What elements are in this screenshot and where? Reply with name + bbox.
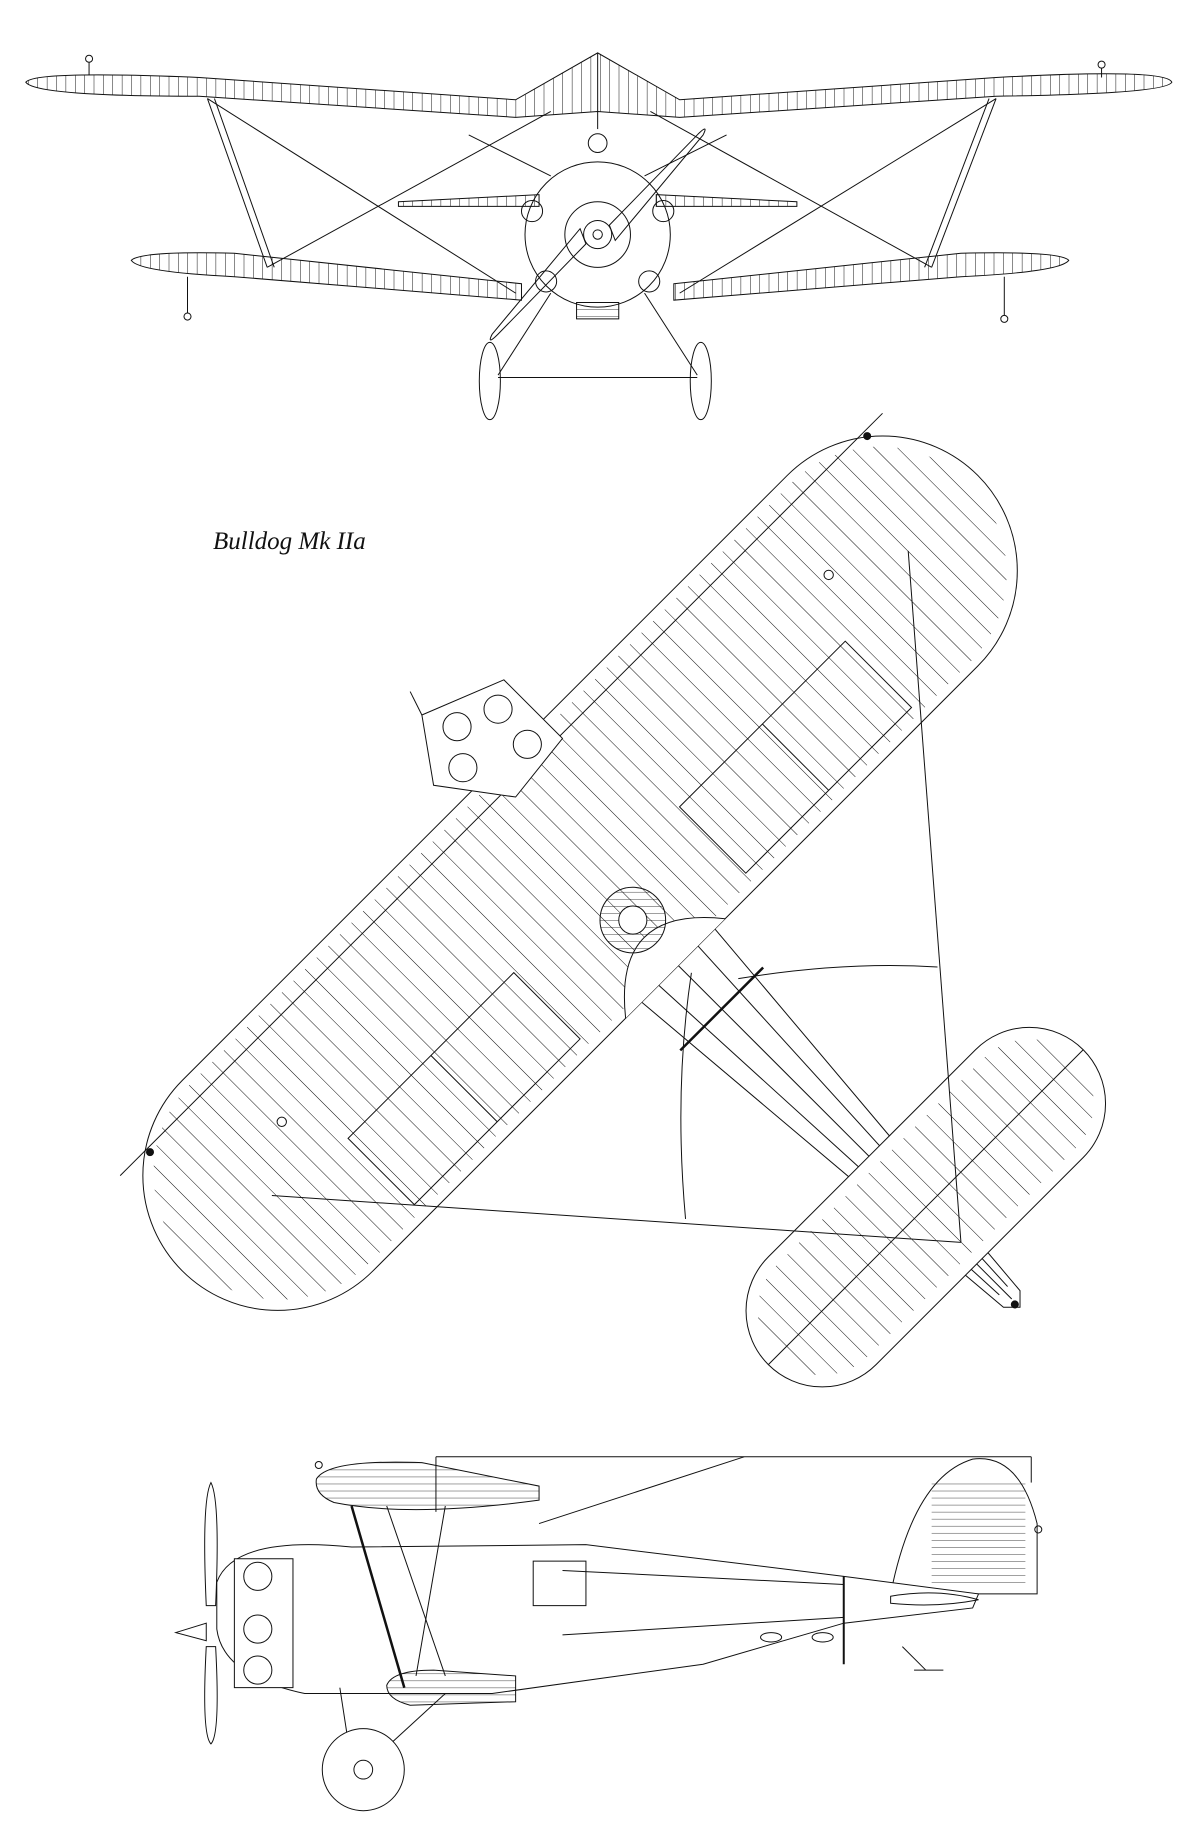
upper-wing-top — [87, 380, 1073, 1366]
lower-wing-front — [131, 253, 521, 300]
wheel-side — [322, 1729, 404, 1811]
engine-cowl-front — [525, 162, 670, 307]
lower-wing-side — [387, 1670, 516, 1705]
right-wheel-front — [690, 342, 711, 419]
front-view — [26, 53, 1172, 420]
tailplane-front — [398, 195, 796, 207]
upper-wing-side — [316, 1462, 539, 1509]
engine-side — [234, 1559, 293, 1688]
fuselage-side — [217, 1545, 979, 1694]
cockpit-top — [600, 887, 666, 953]
propeller-side — [205, 1483, 218, 1744]
drawing-title: Bulldog Mk IIa — [213, 528, 366, 555]
engine-top — [410, 680, 562, 797]
top-view — [87, 380, 1137, 1418]
tailplane-top — [714, 996, 1137, 1419]
left-wheel-front — [479, 342, 500, 419]
propeller-front — [490, 129, 705, 340]
side-view — [176, 1457, 1042, 1811]
lower-wing-front-right — [674, 253, 1069, 300]
upper-wing-front — [26, 53, 1172, 117]
